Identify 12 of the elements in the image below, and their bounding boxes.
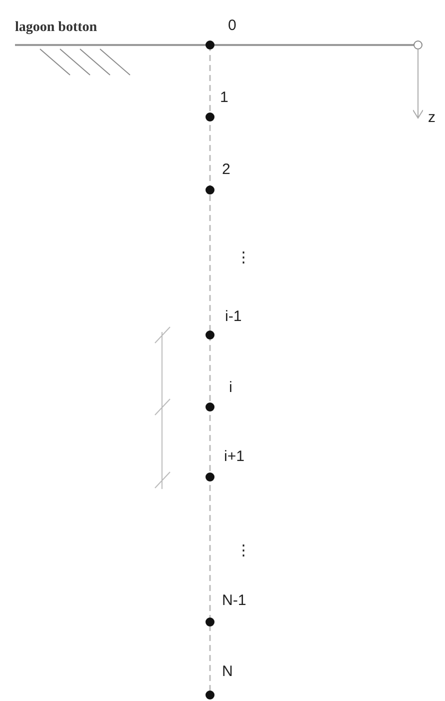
surface-label: lagoon botton [15, 20, 98, 36]
node-number: i-1 [225, 309, 242, 325]
node-number: i [229, 380, 232, 396]
node-number: N [222, 664, 233, 680]
ellipsis-mark: ⋮ [236, 543, 251, 559]
ellipsis-mark: ⋮ [236, 250, 251, 266]
node-number: 0 [228, 18, 236, 34]
node-number: 2 [222, 162, 230, 178]
axis-label: z [428, 110, 436, 126]
node-number: N-1 [222, 593, 246, 609]
node-number: 1 [220, 90, 228, 106]
node-number: i+1 [224, 449, 244, 465]
